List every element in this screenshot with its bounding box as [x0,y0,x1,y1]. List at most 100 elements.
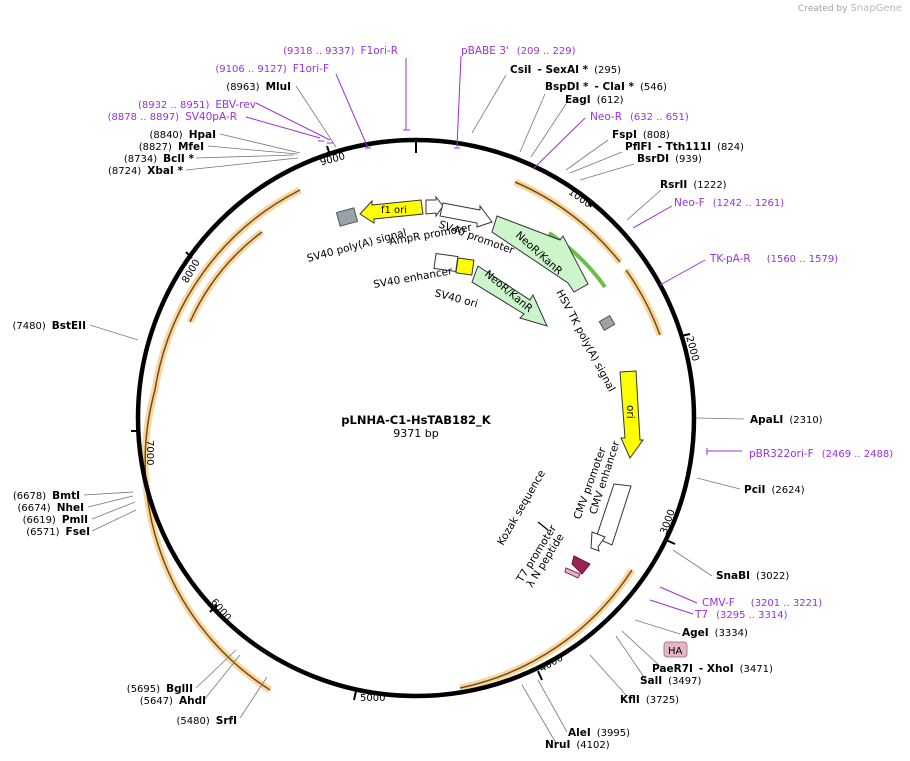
primer-position: (9318 .. 9337) [283,46,355,57]
site-position: (5647) [140,696,173,707]
f1-ori-label: f1 ori [381,205,407,216]
svg-text:ApaLI(2310): ApaLI (2310) [750,414,823,426]
site-position: (3334) [715,628,748,639]
svg-text:BsrDI(939): BsrDI(939) [637,153,702,165]
svg-text:(7480)BstEII: (7480)BstEII [12,320,86,332]
site-leaders [83,74,745,744]
svg-text:RsrII(1222): RsrII (1222) [660,179,727,191]
svg-text:pBABE 3'(209 .. 229): pBABE 3' (209 .. 229) [461,45,576,57]
site-position: (4102) [576,740,609,751]
svg-text:NruI(4102): NruI (4102) [545,739,610,751]
primer-name: CMV-F [702,597,735,609]
svg-text:PaeR7I- XhoI(3471): PaeR7I- XhoI(3471) [652,663,773,675]
site-name: SnaBI [716,570,750,582]
site-position: (8724) [108,166,141,177]
site-name: FspI [612,129,637,141]
primer-position: (9106 .. 9127) [215,64,287,75]
primer-position: (2469 .. 2488) [822,449,894,460]
ha-label: HA [668,646,683,657]
site-name: BstEII [52,320,86,332]
site-name: RsrII [660,179,687,191]
site-name: EagI [565,94,591,106]
site-position: (2624) [771,485,804,496]
snapgene-branding: Created by SnapGene [798,3,902,14]
site-position: (6674) [17,503,50,514]
site-position: (2310) [789,415,822,426]
svg-text:(6674)NheI: (6674) NheI [17,502,84,514]
primer-name: F1ori-R [361,45,398,57]
site-labels: CsiI- SexAI *(295) BspDI *- ClaI *(546) … [12,64,822,751]
site-extra: - Tth111I [658,141,712,153]
site-position: (1222) [693,180,726,191]
primer-position: (209 .. 229) [517,46,576,57]
svg-text:(8840)HpaI: (8840)HpaI [149,129,216,141]
svg-text:FspI(808): FspI(808) [612,129,670,141]
lambda-n-peptide [571,555,591,575]
site-name: SrfI [216,715,237,727]
svg-text:Neo-R(632 .. 651): Neo-R(632 .. 651) [590,111,689,123]
orf-arcs [141,178,664,693]
site-position: (6619) [23,515,56,526]
svg-text:PflFI- Tth111I(824): PflFI- Tth111I(824) [625,141,744,153]
svg-text:(9106 .. 9127)F1ori-F: (9106 .. 9127)F1ori-F [215,63,329,75]
site-extra: - SexAI * [537,64,588,76]
svg-text:(6571)FseI: (6571)FseI [26,526,90,538]
tick-label: 7000 [144,440,155,465]
svg-text:SnaBI(3022): SnaBI(3022) [716,570,789,582]
svg-text:pBR322ori-F(2469 .. 2488): pBR322ori-F(2469 .. 2488) [749,448,893,460]
site-position: (612) [597,95,624,106]
svg-text:T7(3295 .. 3314): T7(3295 .. 3314) [694,609,788,621]
site-name: NruI [545,739,570,751]
site-name: SalI [640,675,662,687]
ori-label: ori [624,405,636,419]
svg-text:KflI(3725): KflI(3725) [620,694,679,706]
svg-text:(6619)PmlI: (6619)PmlI [23,514,88,526]
svg-text:(8932 .. 8951)EBV-rev: (8932 .. 8951)EBV-rev [138,99,256,111]
site-name: AgeI [682,627,709,639]
svg-text:(5647)AhdI: (5647)AhdI [140,695,206,707]
svg-text:CMV-F(3201 .. 3221): CMV-F (3201 .. 3221) [702,597,822,609]
primer-position: (3201 .. 3221) [751,598,823,609]
ampr-promoter-arrow [425,195,444,218]
primer-name: TK-pA-R [709,253,751,265]
site-name: BspDI * [545,81,589,93]
site-name: NheI [57,502,84,514]
svg-text:TK-pA-R(1560 .. 1579): TK-pA-R(1560 .. 1579) [709,253,838,265]
tick-label: 1000 [566,187,593,211]
site-name: MluI [266,81,291,93]
site-position: (8840) [149,130,182,141]
site-position: (5695) [127,684,160,695]
cmv-promoter-arrow [590,531,606,552]
primer-position: (1242 .. 1261) [713,198,785,209]
site-name: PflFI [625,141,652,153]
site-position: (5480) [177,716,210,727]
site-name: AleI [568,727,591,739]
neor-arrow-2 [471,265,548,327]
ha-badge: HA [663,641,688,658]
site-position: (6571) [26,527,59,538]
primer-position: (8932 .. 8951) [138,100,210,111]
plasmid-title-block: pLNHA-C1-HsTAB182_K 9371 bp [341,413,492,440]
svg-text:(9318 .. 9337)F1ori-R: (9318 .. 9337) F1ori-R [283,45,398,57]
site-name: ApaLI [750,414,783,426]
svg-text:(8734)BclI *: (8734)BclI * [124,153,195,165]
svg-text:CsiI- SexAI *(295): CsiI- SexAI *(295) [510,64,621,76]
sv40-polya-box [335,207,359,227]
primer-name: pBABE 3' [461,45,509,57]
site-name: PciI [744,484,765,496]
site-name: BclI * [163,153,194,165]
kozak-marker [537,521,549,531]
sv40-ori-label: SV40 ori [433,287,479,310]
cmv-enhancer-box [595,483,632,546]
site-name: XbaI * [147,165,183,177]
svg-text:(8827)MfeI: (8827)MfeI [139,141,204,153]
sv40-promoter-arrow [439,202,493,228]
site-name: PaeR7I [652,663,693,675]
primer-leaders [245,55,742,615]
svg-text:(5695)BglII: (5695)BglII [127,683,193,695]
plasmid-name: pLNHA-C1-HsTAB182_K [341,413,492,428]
ha-tag-bar [564,567,581,579]
svg-text:AleI(3995): AleI(3995) [568,727,630,739]
svg-text:(5480)SrfI: (5480) SrfI [177,715,237,727]
primer-name: Neo-F [674,197,705,209]
